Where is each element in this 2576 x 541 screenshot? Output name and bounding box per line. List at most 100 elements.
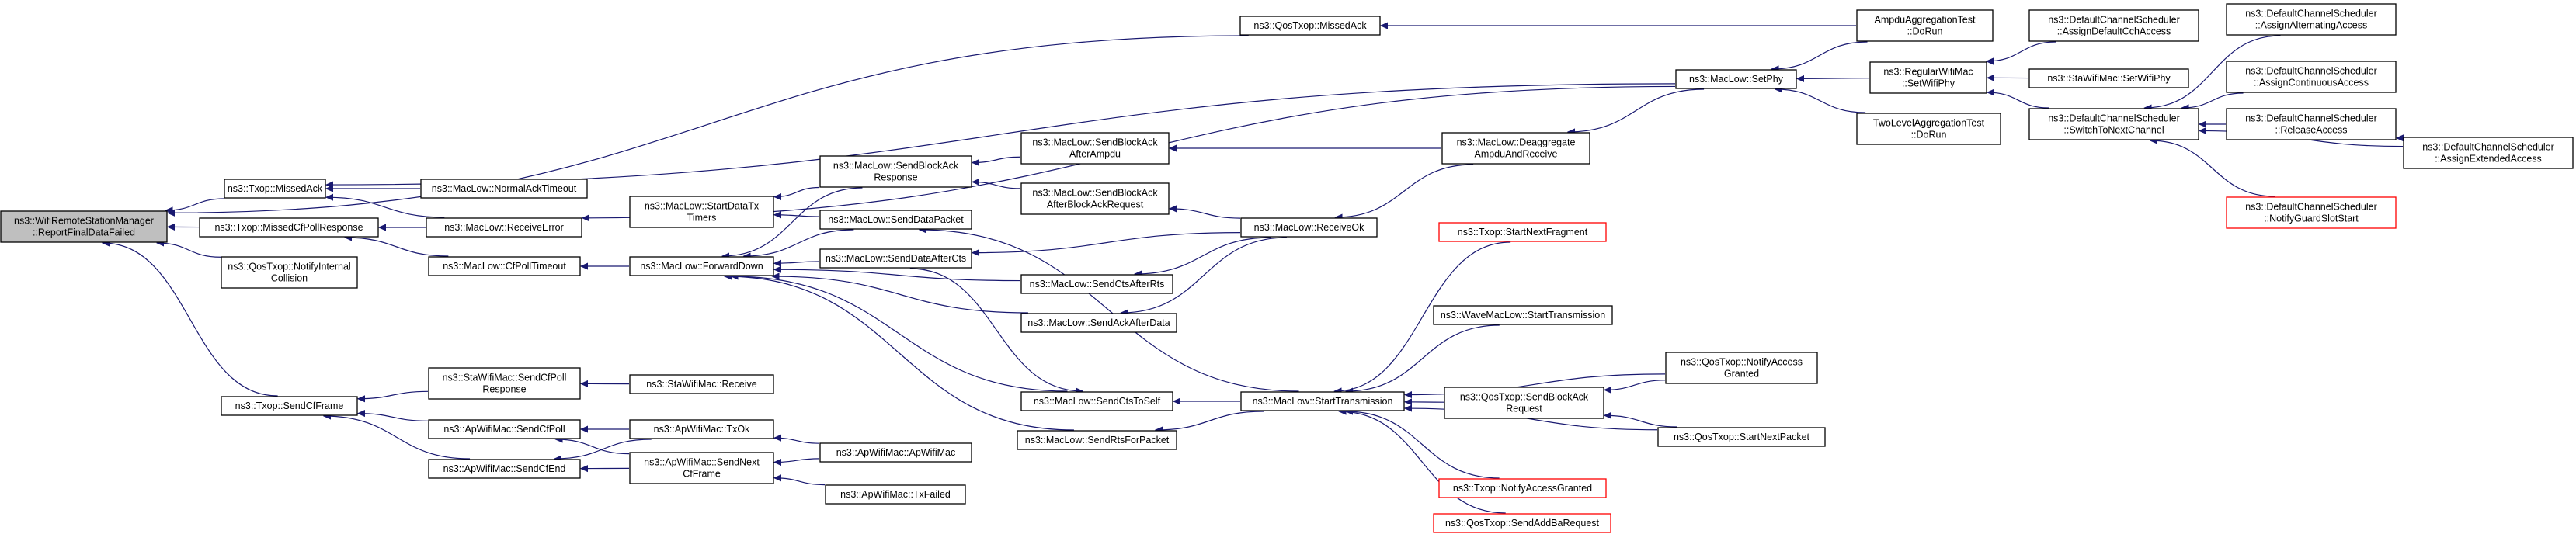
function-node[interactable]: ns3::QosTxop::SendAddBaRequest: [1433, 513, 1611, 533]
node-label: AmpduAndReceive: [1474, 149, 1557, 160]
call-edge: [1987, 41, 2056, 61]
function-node[interactable]: ns3::MacLow::CfPollTimeout: [428, 256, 581, 276]
node-label: ns3::StaWifiMac::SendCfPoll: [443, 373, 567, 383]
function-node[interactable]: ns3::MacLow::ReceiveOk: [1240, 217, 1378, 238]
function-node[interactable]: ns3::StaWifiMac::Receive: [629, 374, 774, 394]
call-edge: [2150, 140, 2275, 197]
function-node[interactable]: ns3::MacLow::ReceiveError: [426, 217, 582, 238]
function-node[interactable]: ns3::ApWifiMac::TxOk: [629, 419, 774, 439]
node-label: ns3::QosTxop::SendBlockAck: [1460, 392, 1589, 403]
call-edge: [345, 238, 449, 257]
call-edge: [972, 182, 1021, 189]
node-label: ns3::MacLow::Deaggregate: [1457, 137, 1576, 148]
node-box: [1438, 222, 1607, 242]
node-label: ::NotifyGuardSlotStart: [2264, 213, 2359, 224]
function-node[interactable]: ns3::ApWifiMac::ApWifiMac: [819, 442, 972, 463]
function-node[interactable]: ns3::StaWifiMac::SetWifiPhy: [2028, 68, 2189, 88]
node-box: [420, 179, 588, 199]
node-box: [0, 210, 168, 243]
node-label: AmpduAggregationTest: [1875, 15, 1976, 26]
function-node[interactable]: ns3::Txop::NotifyAccessGranted: [1438, 478, 1607, 498]
function-node[interactable]: ns3::WifiRemoteStationManager::ReportFin…: [0, 210, 168, 243]
function-node[interactable]: ns3::RegularWifiMac::SetWifiPhy: [1869, 61, 1987, 94]
function-node[interactable]: TwoLevelAggregationTest::DoRun: [1856, 113, 2001, 145]
node-box: [2028, 68, 2189, 88]
node-label: ns3::StaWifiMac::Receive: [646, 379, 756, 390]
function-node[interactable]: ns3::MacLow::SendBlockAckAfterBlockAckRe…: [1020, 182, 1170, 215]
node-label: ::ReportFinalDataFailed: [33, 227, 135, 238]
function-node[interactable]: ns3::QosTxop::NotifyAccessGranted: [1665, 352, 1818, 384]
node-box: [1856, 9, 1994, 42]
function-node[interactable]: ns3::DefaultChannelScheduler::NotifyGuar…: [2226, 196, 2397, 229]
node-label: ns3::ApWifiMac::SendCfEnd: [443, 463, 566, 474]
node-label: ::AssignContinuousAccess: [2254, 78, 2369, 88]
function-node[interactable]: ns3::MacLow::SetPhy: [1675, 69, 1797, 89]
function-node[interactable]: ns3::ApWifiMac::SendCfEnd: [428, 459, 581, 479]
node-box: [1020, 391, 1173, 411]
node-box: [221, 256, 358, 289]
node-label: ns3::DefaultChannelScheduler: [2422, 142, 2554, 153]
function-node[interactable]: ns3::MacLow::SendDataAfterCts: [819, 248, 972, 269]
function-node[interactable]: ns3::MacLow::SendDataPacket: [819, 210, 972, 230]
function-node[interactable]: ns3::Txop::MissedAck: [224, 179, 326, 199]
node-label: ns3::MacLow::ReceiveError: [444, 222, 564, 233]
function-node[interactable]: ns3::MacLow::SendRtsForPacket: [1017, 430, 1177, 450]
function-node[interactable]: ns3::MacLow::SendCtsAfterRts: [1020, 274, 1173, 294]
function-node[interactable]: ns3::DefaultChannelScheduler::SwitchToNe…: [2028, 108, 2199, 140]
node-label: ns3::WifiRemoteStationManager: [14, 216, 154, 227]
node-label: ns3::Txop::NotifyAccessGranted: [1453, 483, 1592, 494]
function-node[interactable]: ns3::Txop::MissedCfPollResponse: [199, 217, 379, 238]
function-node[interactable]: ns3::Txop::StartNextFragment: [1438, 222, 1607, 242]
function-node[interactable]: ns3::Txop::SendCfFrame: [221, 396, 358, 416]
function-node[interactable]: ns3::QosTxop::MissedAck: [1239, 16, 1381, 36]
function-node[interactable]: ns3::DefaultChannelScheduler::ReleaseAcc…: [2226, 108, 2397, 140]
node-label: ::DoRun: [1907, 26, 1943, 37]
call-edge: [744, 229, 854, 256]
function-node[interactable]: ns3::MacLow::StartTransmission: [1240, 391, 1405, 411]
node-box: [1856, 113, 2001, 145]
call-edge: [1604, 380, 1666, 390]
function-node[interactable]: ns3::WaveMacLow::StartTransmission: [1433, 305, 1613, 325]
function-node[interactable]: ns3::MacLow::ForwardDown: [629, 256, 774, 276]
function-node[interactable]: ns3::ApWifiMac::TxFailed: [825, 484, 966, 505]
call-edge: [774, 262, 820, 263]
node-label: ns3::QosTxop::StartNextPacket: [1674, 432, 1810, 442]
node-label: ns3::QosTxop::NotifyInternal: [228, 262, 350, 272]
call-edge: [725, 276, 1074, 431]
function-node[interactable]: AmpduAggregationTest::DoRun: [1856, 9, 1994, 42]
function-node[interactable]: ns3::DefaultChannelScheduler::AssignCont…: [2226, 61, 2397, 93]
node-label: ns3::MacLow::SendCtsToSelf: [1034, 396, 1161, 407]
call-edge: [972, 232, 1241, 253]
node-box: [426, 217, 582, 238]
node-label: ns3::WaveMacLow::StartTransmission: [1441, 310, 1605, 321]
node-label: ns3::StaWifiMac::SetWifiPhy: [2047, 73, 2171, 84]
node-label: ::ReleaseAccess: [2275, 125, 2347, 136]
node-label: ns3::Txop::MissedCfPollResponse: [214, 222, 363, 233]
node-label: ns3::QosTxop::NotifyAccess: [1681, 357, 1803, 368]
function-node[interactable]: ns3::DefaultChannelScheduler::AssignDefa…: [2028, 9, 2199, 42]
function-node[interactable]: ns3::MacLow::SendAckAfterData: [1020, 313, 1177, 333]
call-edge: [972, 156, 1021, 162]
call-edges: [103, 26, 2403, 514]
node-box: [629, 374, 774, 394]
function-node[interactable]: ns3::DefaultChannelScheduler::AssignExte…: [2403, 137, 2574, 169]
node-label: ns3::MacLow::ForwardDown: [640, 261, 763, 272]
function-node[interactable]: ns3::MacLow::NormalAckTimeout: [420, 179, 588, 199]
node-box: [629, 196, 774, 228]
call-edge: [774, 438, 820, 444]
function-node[interactable]: ns3::QosTxop::StartNextPacket: [1657, 427, 1826, 447]
node-box: [2226, 196, 2397, 229]
function-node[interactable]: ns3::MacLow::SendCtsToSelf: [1020, 391, 1173, 411]
function-node[interactable]: ns3::ApWifiMac::SendCfPoll: [428, 419, 581, 439]
node-label: AfterBlockAckRequest: [1047, 199, 1144, 210]
function-node[interactable]: ns3::DefaultChannelScheduler::AssignAlte…: [2226, 3, 2397, 36]
node-box: [1020, 313, 1177, 333]
